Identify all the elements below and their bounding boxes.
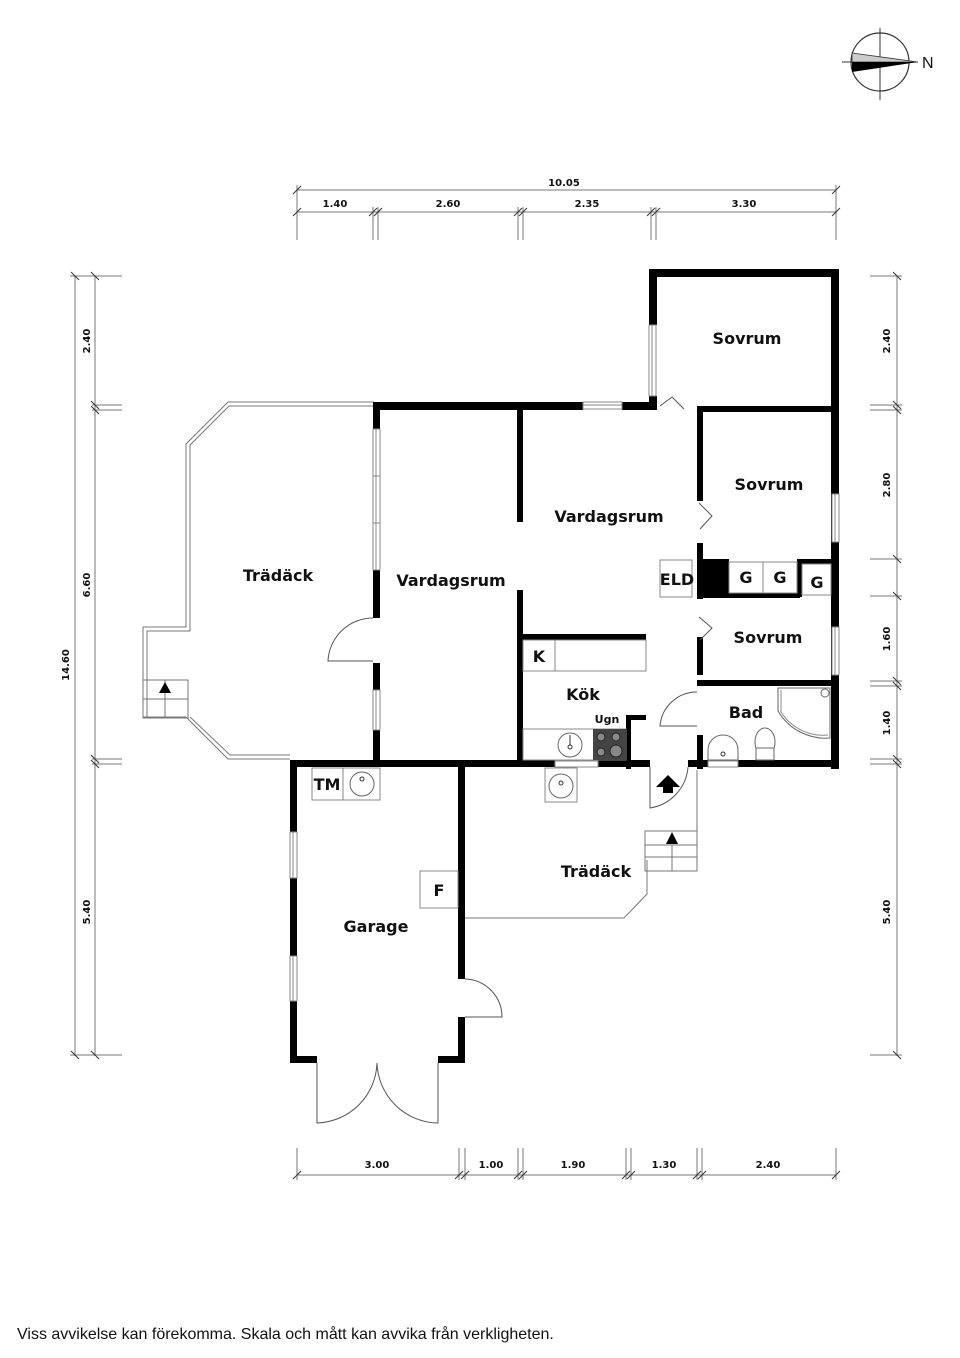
dim-right-3: 1.60 xyxy=(882,627,893,652)
disclaimer-text: Viss avvikelse kan förekomma. Skala och … xyxy=(17,1326,554,1343)
wardrobe-label-1: G xyxy=(739,568,752,587)
entry-arrow-icon xyxy=(656,775,680,793)
room-label-garage: Garage xyxy=(344,917,409,936)
windows xyxy=(289,324,840,1002)
stair-arrow-icon xyxy=(159,682,171,693)
dim-left-2: 6.60 xyxy=(82,573,93,598)
room-labels: Sovrum Sovrum Sovrum Vardagsrum Vardagsr… xyxy=(243,329,804,936)
room-label-tradack-south: Trädäck xyxy=(561,862,632,881)
dim-top-4: 3.30 xyxy=(732,199,757,210)
north-label: N xyxy=(922,55,934,72)
dim-top-1: 1.40 xyxy=(323,199,348,210)
dim-bottom-2: 1.00 xyxy=(479,1160,504,1171)
dim-right-5: 5.40 xyxy=(882,900,893,925)
dim-bottom-4: 1.30 xyxy=(652,1160,677,1171)
wardrobe-label-3: G xyxy=(810,573,823,592)
washer-label: TM xyxy=(314,775,341,794)
doors xyxy=(316,396,713,1124)
room-label-sovrum-1: Sovrum xyxy=(713,329,782,348)
dim-left-3: 5.40 xyxy=(82,900,93,925)
room-label-bad: Bad xyxy=(729,703,763,722)
room-label-kok: Kök xyxy=(566,685,600,704)
top-dimensions: 10.05 1.40 2.60 2.35 3.30 xyxy=(292,178,841,240)
room-label-vardagsrum-west: Vardagsrum xyxy=(396,571,505,590)
south-deck-outline xyxy=(465,770,698,919)
room-label-tradack-west: Trädäck xyxy=(243,566,314,585)
oven-label: Ugn xyxy=(595,713,620,726)
stove-icon xyxy=(593,729,626,760)
furnace-label: F xyxy=(434,881,445,900)
dim-right-1: 2.40 xyxy=(882,329,893,354)
dim-top-2: 2.60 xyxy=(436,199,461,210)
wardrobe-label-2: G xyxy=(773,568,786,587)
dim-bottom-1: 3.00 xyxy=(365,1160,390,1171)
fridge-label: K xyxy=(533,647,546,666)
eld-label: ELD xyxy=(660,570,694,589)
bottom-dimensions: 3.00 1.00 1.90 1.30 2.40 xyxy=(292,1148,841,1180)
compass-icon: N xyxy=(842,28,934,100)
dim-left-total: 14.60 xyxy=(61,649,72,681)
dim-bottom-3: 1.90 xyxy=(561,1160,586,1171)
room-label-sovrum-3: Sovrum xyxy=(734,628,803,647)
fixtures: ELD G G G K Ugn xyxy=(311,559,832,909)
dim-top-3: 2.35 xyxy=(575,199,600,210)
dim-top-total: 10.05 xyxy=(548,178,580,189)
dim-right-4: 1.40 xyxy=(882,711,893,736)
west-deck-outline xyxy=(142,401,374,760)
left-dimensions: 14.60 2.40 6.60 5.40 xyxy=(61,271,122,1060)
dim-left-1: 2.40 xyxy=(82,329,93,354)
right-dimensions: 2.40 2.80 1.60 1.40 5.40 xyxy=(870,271,902,1060)
room-label-vardagsrum-main: Vardagsrum xyxy=(554,507,663,526)
stair-arrow-icon xyxy=(666,832,678,844)
dim-bottom-5: 2.40 xyxy=(756,1160,781,1171)
room-label-sovrum-2: Sovrum xyxy=(735,475,804,494)
dim-right-2: 2.80 xyxy=(882,473,893,498)
